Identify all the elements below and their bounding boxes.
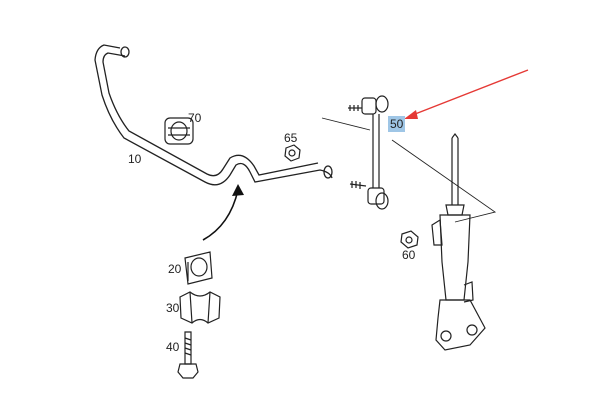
callout-70: 70 <box>188 111 202 125</box>
detail-arrow <box>202 184 244 241</box>
callout-30: 30 <box>166 301 180 315</box>
bushing-70 <box>164 117 194 145</box>
callout-40: 40 <box>166 340 180 354</box>
callout-10: 10 <box>128 152 142 166</box>
strut-assembly <box>321 117 497 351</box>
nut-60 <box>400 230 419 249</box>
bolt-40 <box>177 331 199 379</box>
bushing-20 <box>184 251 213 285</box>
callout-20: 20 <box>168 262 182 276</box>
callout-50: 50 <box>388 116 406 132</box>
highlight-arrow <box>404 69 529 119</box>
stabilizer-link-50 <box>348 95 389 210</box>
nut-65 <box>284 144 301 162</box>
callout-60: 60 <box>402 248 416 262</box>
callout-65: 65 <box>284 131 298 145</box>
sway-bar <box>94 44 333 186</box>
bracket-30 <box>179 291 221 324</box>
